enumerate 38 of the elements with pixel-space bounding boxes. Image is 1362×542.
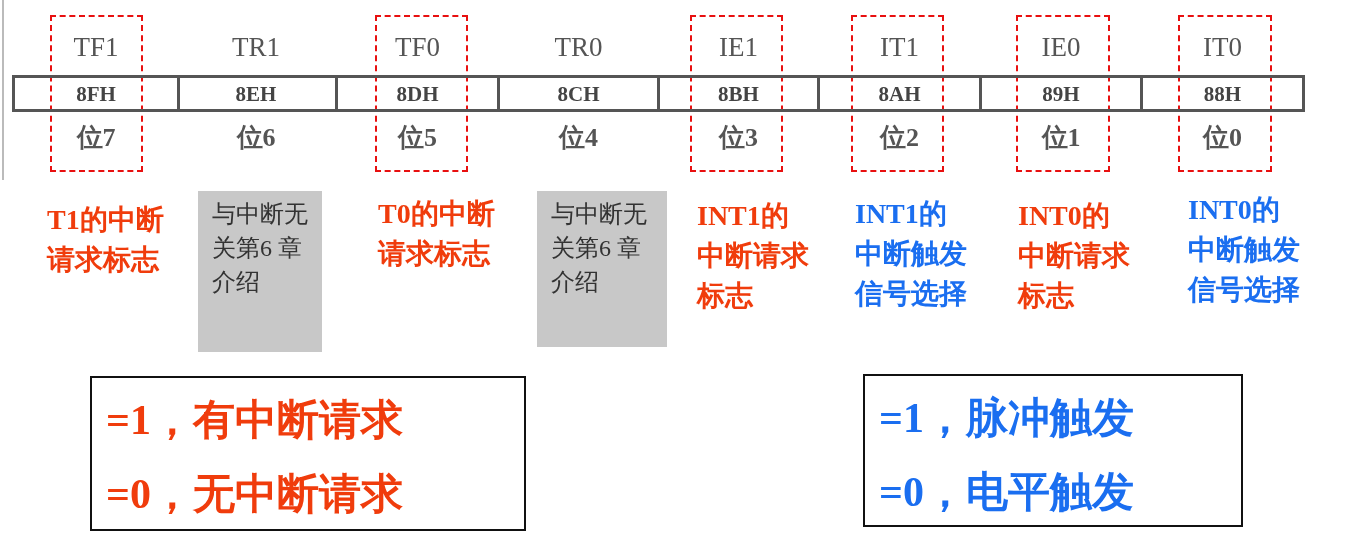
value-note: =0，无中断请求 (106, 470, 403, 519)
bit-name: IT0 (1202, 32, 1243, 63)
bit-address: 89H (1041, 82, 1081, 107)
bit-description: INT0的中断触发信号选择 (1188, 193, 1301, 307)
bit-name: TR1 (231, 32, 281, 63)
bit-position: 位7 (75, 122, 117, 154)
bit-address: 8DH (395, 82, 440, 107)
note-box: 与中断无关第6 章介绍 (537, 191, 667, 347)
bit-description: INT1的中断请求标志 (697, 199, 810, 313)
bit-name: TF0 (394, 32, 441, 63)
bit-name: IT1 (879, 32, 920, 63)
bit-position: 位4 (557, 122, 599, 154)
bit-address: 88H (1202, 82, 1243, 107)
bit-address: 8CH (556, 82, 601, 107)
bit-description: INT1的中断触发信号选择 (855, 197, 967, 311)
bit-description: T0的中断请求标志 (378, 197, 496, 271)
legend-box (863, 374, 1243, 527)
bit-position: 位5 (396, 122, 438, 154)
bit-position: 位1 (1040, 122, 1082, 154)
bit-name: IE0 (1040, 32, 1082, 63)
note-box: 与中断无关第6 章介绍 (198, 191, 322, 352)
bit-description: T1的中断请求标志 (47, 203, 165, 277)
bit-position: 位2 (878, 122, 920, 154)
value-note: =0，电平触发 (879, 468, 1134, 517)
bit-address: 8BH (717, 82, 760, 107)
legend-box (90, 376, 526, 531)
bit-address: 8AH (877, 82, 922, 107)
bit-position: 位0 (1201, 122, 1243, 154)
bit-name: TF1 (72, 32, 120, 63)
bit-name: IE1 (718, 32, 759, 63)
bit-description: INT0的中断请求标志 (1018, 199, 1131, 313)
bit-name: TR0 (553, 32, 604, 63)
bit-position: 位6 (235, 122, 277, 154)
bit-address: 8FH (75, 82, 117, 107)
bit-address: 8EH (234, 82, 278, 107)
bit-position: 位3 (717, 122, 759, 154)
value-note: =1，有中断请求 (106, 396, 403, 445)
value-note: =1，脉冲触发 (879, 394, 1134, 443)
